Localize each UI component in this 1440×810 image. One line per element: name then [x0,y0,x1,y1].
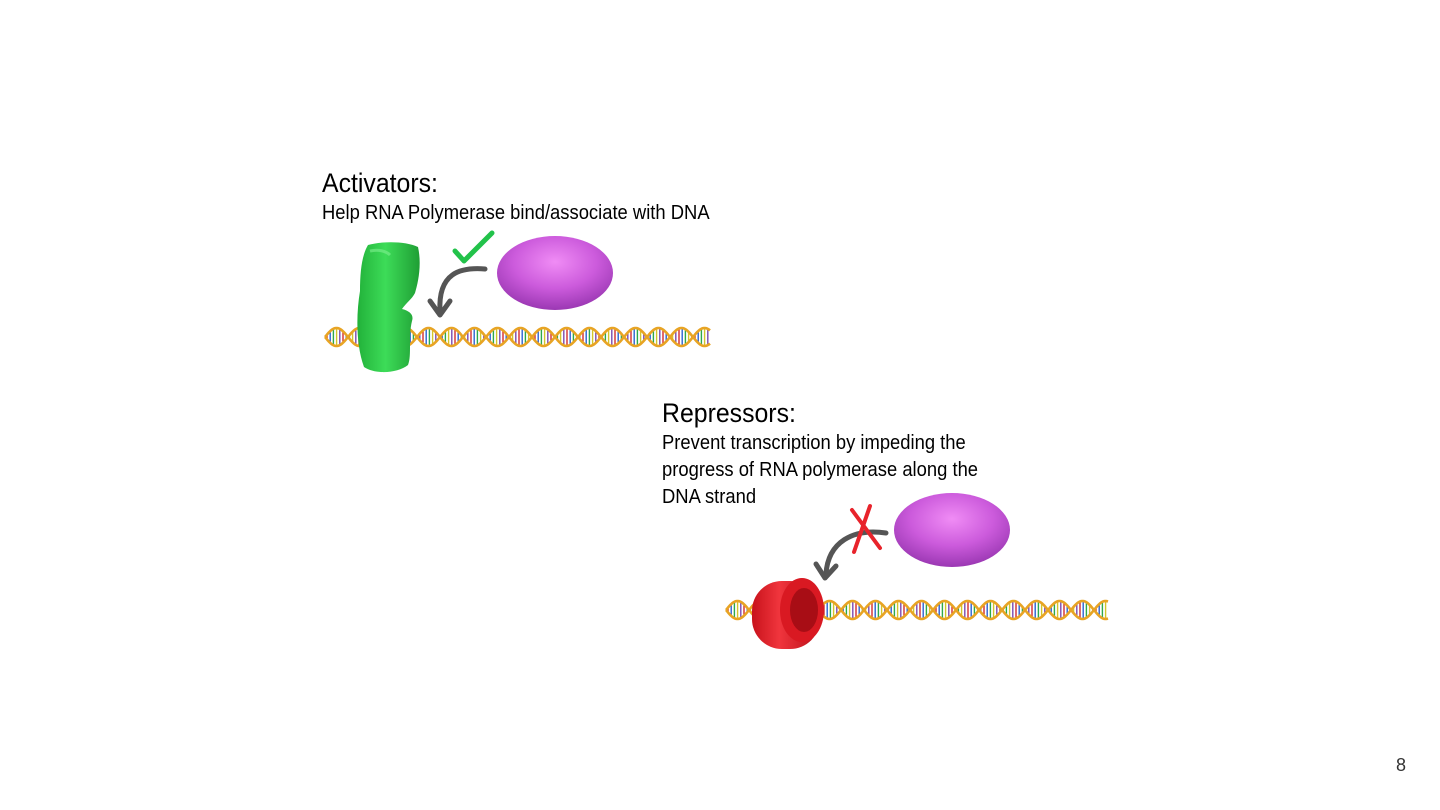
repressors-description-line-2: progress of RNA polymerase along the [662,459,979,481]
repressor-cylinder [752,578,824,649]
binding-arrow [813,529,889,581]
check-icon [452,230,495,264]
activators-description: Help RNA Polymerase bind/associate with … [322,202,710,224]
repressor-figure [725,493,1109,649]
repressors-description-line-3: DNA strand [662,486,757,508]
activator-protein [357,242,420,373]
binding-arrow [427,266,488,318]
activators-title: Activators: [322,168,438,198]
rna-polymerase-ellipse [497,236,613,310]
repressors-description-line-1: Prevent transcription by impeding the [662,432,966,454]
x-icon [850,504,882,554]
rna-polymerase-ellipse [894,493,1010,567]
repressors-title: Repressors: [662,398,796,428]
page-number: 8 [1395,755,1406,775]
activator-figure [324,230,711,373]
